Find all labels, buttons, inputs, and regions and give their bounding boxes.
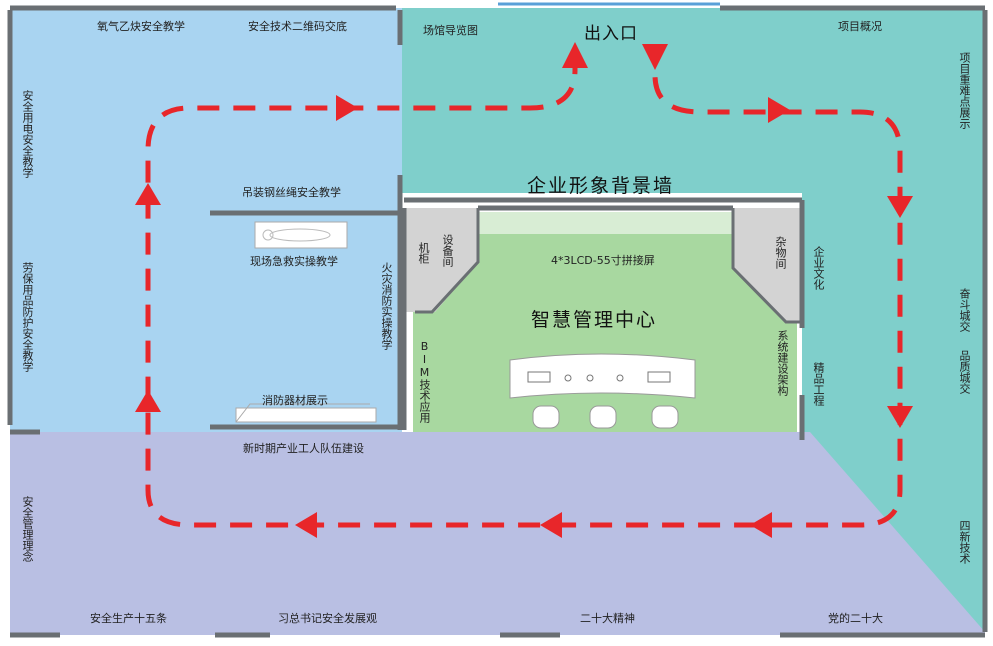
- equipment-room-label: 设备间: [441, 234, 454, 267]
- zone-fifteen-rules: 安全生产十五条: [90, 612, 167, 625]
- zone-qr-code: 安全技术二维码交底: [248, 20, 347, 33]
- zone-venue-map: 场馆导览图: [423, 24, 478, 37]
- zone-wire-rope: 吊装钢丝绳安全教学: [242, 186, 341, 199]
- zone-labor-protection: 劳保用品防护安全教学: [21, 262, 34, 372]
- bottom-zone: [10, 432, 985, 635]
- zone-fire-equipment: 消防器材展示: [262, 394, 328, 407]
- zone-worker-team: 新时期产业工人队伍建设: [243, 442, 364, 455]
- fire-equipment-display: [235, 403, 377, 423]
- zone-project-key-points: 项目重难点展示: [958, 52, 971, 129]
- corporate-wall-label: 企业形象背景墙: [527, 175, 675, 197]
- smart-center-room: [413, 212, 797, 432]
- storage-room-area: [733, 208, 800, 322]
- route-arrowheads: [135, 42, 913, 538]
- zone-twentieth-spirit: 二十大精神: [580, 612, 635, 625]
- lcd-wall-strip: [478, 208, 733, 234]
- zone-corporate-culture: 企业文化: [812, 246, 825, 290]
- zone-safety-concept: 安全管理理念: [21, 496, 34, 562]
- lcd-screen-label: 4*3LCD-55寸拼接屏: [551, 254, 655, 267]
- zone-xi-safety: 习总书记安全发展观: [278, 612, 377, 625]
- zone-first-aid: 现场急救实操教学: [250, 255, 338, 268]
- zone-four-new-tech: 四新技术: [958, 520, 971, 564]
- zone-quality-city: 品质城交: [958, 350, 971, 394]
- smart-center-label: 智慧管理中心: [531, 309, 658, 331]
- zone-project-overview: 项目概况: [838, 20, 882, 33]
- dashed-circulation-route-arrows: [145, 50, 903, 528]
- zone-fire-drill: 火灾消防实操教学: [380, 262, 393, 350]
- right-zone: [402, 8, 985, 635]
- zone-system-architecture: 系统建设架构: [776, 330, 789, 396]
- office-chair-icons: [532, 405, 679, 429]
- zone-quality-project: 精品工程: [812, 362, 825, 406]
- zone-electric-safety: 安全用电安全教学: [21, 90, 34, 178]
- walls: [7, 2, 988, 638]
- left-zone: [10, 8, 402, 432]
- entrance-exit-label: 出入口: [584, 24, 638, 44]
- equipment-room-area: [404, 208, 478, 312]
- zone-oxy-acetylene: 氧气乙炔安全教学: [97, 20, 185, 33]
- machine-cabinet-label: 机柜: [417, 242, 430, 264]
- zone-party-twentieth: 党的二十大: [828, 612, 883, 625]
- storage-room-label: 杂物间: [774, 236, 787, 269]
- zone-bim: BIM技术应用: [418, 340, 431, 423]
- curved-control-desk: [509, 353, 696, 399]
- zone-struggle-city: 奋斗城交: [958, 288, 971, 332]
- cpr-mannequin-icon: [254, 221, 348, 249]
